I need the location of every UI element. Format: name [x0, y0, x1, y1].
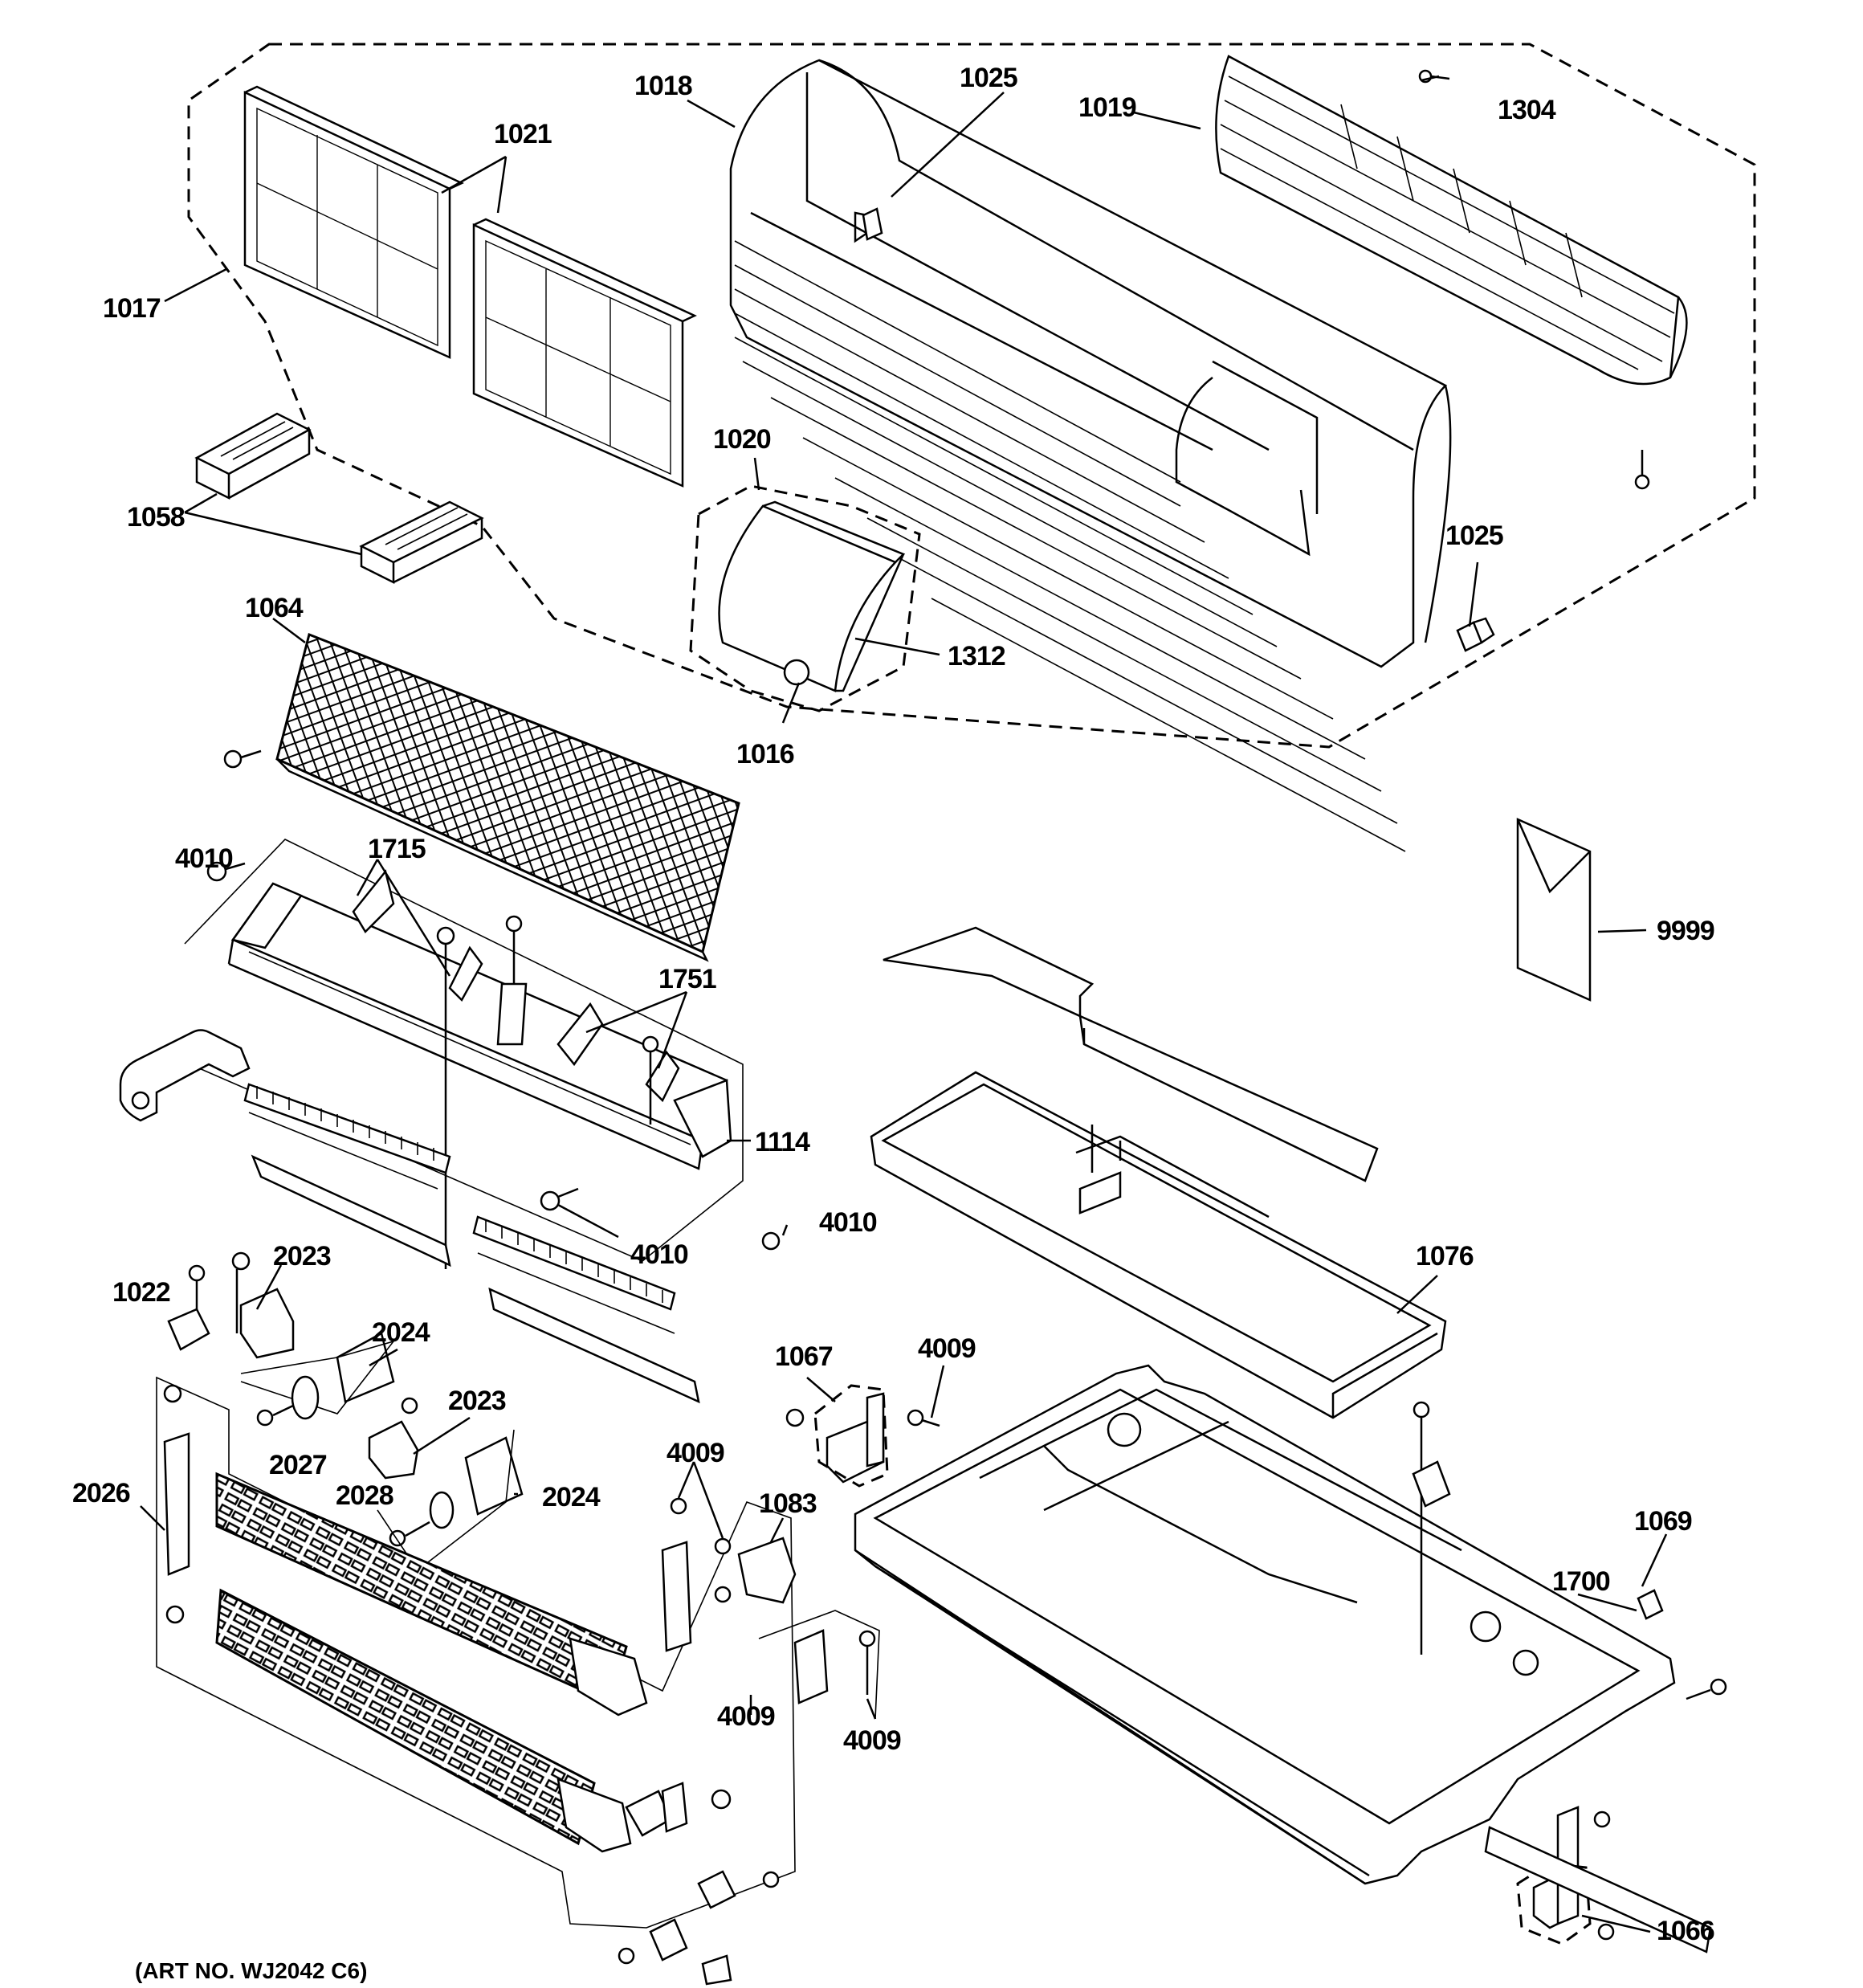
bracket-1067: [785, 1392, 885, 1484]
callout-1022: 1022: [112, 1277, 170, 1308]
terminal-group-outline: [758, 1610, 880, 1720]
grille-heater-lower: [215, 1588, 632, 1853]
callout-1020: 1020: [713, 424, 771, 455]
callout-9999: 9999: [1657, 916, 1714, 946]
side-rail: [1484, 1826, 1712, 1953]
callout-4009-upper: 4009: [667, 1438, 724, 1468]
heater-strip-b: [472, 1215, 676, 1311]
callout-2028: 2028: [336, 1480, 393, 1511]
bracket-1066-outline: [1516, 1862, 1592, 1945]
callout-2024-b: 2024: [542, 1482, 601, 1512]
part-2024-b: [389, 1436, 524, 1547]
callout-1304: 1304: [1498, 95, 1556, 125]
callout-2027: 2027: [269, 1450, 327, 1480]
part-1700: [1637, 1589, 1664, 1620]
callout-4010-top: 4010: [175, 843, 233, 874]
callout-1018: 1018: [634, 71, 692, 101]
callout-1066: 1066: [1657, 1916, 1714, 1946]
art-number: (ART NO. WJ2042 C6): [135, 1958, 367, 1983]
side-bracket-2026: [163, 1384, 190, 1624]
callout-1064: 1064: [245, 593, 304, 623]
callout-1700: 1700: [1552, 1566, 1610, 1597]
screw-4010-c: [761, 1231, 781, 1251]
callout-1017: 1017: [103, 293, 161, 324]
callout-1715: 1715: [368, 834, 426, 864]
part-2027: [256, 1375, 320, 1427]
part-1022: [167, 1264, 210, 1351]
louver-1019: [1215, 55, 1688, 386]
callout-1083: 1083: [759, 1488, 817, 1519]
callout-1019: 1019: [1078, 92, 1136, 123]
clip-1715-b: [448, 945, 483, 1002]
lower-bracket-set: [618, 1782, 780, 1986]
callout-1076: 1076: [1416, 1241, 1474, 1272]
clip-1751-a: [556, 1002, 604, 1067]
screw-4010-b: [540, 1187, 579, 1211]
callout-4009-right: 4009: [843, 1725, 901, 1756]
bracket-1058-a: [194, 412, 312, 500]
clip-1025-b: [1456, 617, 1495, 652]
base-pan: [854, 1364, 1676, 1885]
callout-1114: 1114: [755, 1127, 810, 1157]
insulation-sheet: [883, 926, 1379, 1182]
terminal-bracket-a: [661, 1497, 732, 1652]
front-group-outline: [187, 43, 1756, 749]
callout-2024-a: 2024: [372, 1317, 430, 1348]
callout-1016: 1016: [736, 739, 794, 769]
bracket-1067-outline: [813, 1384, 889, 1488]
callout-4009-left: 4009: [717, 1701, 775, 1732]
grille-group-outline: [156, 1376, 796, 1929]
frame-group-1114-outline: [180, 839, 744, 1262]
panel-1020-outline: [689, 484, 921, 712]
evaporator-rail-assembly: [227, 882, 732, 1170]
terminal-bracket-b: [793, 1629, 876, 1704]
literature-envelope-9999: [1516, 818, 1592, 1002]
callout-1067: 1067: [775, 1341, 833, 1372]
part-2023-a: [231, 1251, 295, 1359]
bracket-1058-b: [359, 500, 484, 585]
mesh-screen-1064: [275, 632, 740, 962]
screw-1304-lower: [1634, 450, 1650, 490]
air-filter-1: [243, 85, 464, 359]
callout-4010-mid: 4010: [630, 1239, 688, 1270]
part-2023-b: [368, 1397, 419, 1480]
cabinet-front-1018: [729, 59, 1452, 852]
bracket-1066: [1532, 1806, 1615, 1941]
heater-rail-b: [488, 1287, 700, 1404]
part-2028-outline: [377, 1429, 515, 1572]
clip-1715-a: [352, 869, 395, 934]
heater-rail-a: [251, 1154, 451, 1268]
screw-4010-a: [206, 861, 246, 882]
screw-4009-pan: [907, 1409, 940, 1427]
callout-1058: 1058: [127, 502, 185, 533]
callout-1312: 1312: [948, 641, 1005, 672]
callout-1069: 1069: [1634, 1506, 1692, 1537]
callout-1025-right: 1025: [1445, 520, 1503, 551]
callout-4010-right: 4010: [819, 1207, 877, 1238]
top-cover-1076: [870, 1071, 1447, 1419]
callout-1021: 1021: [494, 119, 552, 149]
clip-1025-a: [862, 207, 883, 241]
screw-set-top: [436, 915, 659, 1269]
grille-heater-upper: [215, 1472, 648, 1717]
part-1083: [714, 1537, 797, 1604]
leader-lines: [140, 75, 1668, 1933]
tube-assembly: [119, 1029, 251, 1122]
screw-1064: [223, 749, 262, 769]
heater-strip-a: [243, 1083, 451, 1174]
side-panel-1020: [718, 500, 906, 692]
callout-2023-b: 2023: [448, 1386, 506, 1416]
screw-right: [1686, 1678, 1727, 1700]
callout-labels: 1017 1018 1019 1021 1025 1304 1020 1058 …: [72, 63, 1715, 1983]
callout-2023-a: 2023: [273, 1241, 331, 1272]
air-filter-2: [472, 218, 697, 488]
actuator: [1412, 1401, 1451, 1655]
callout-1025-top: 1025: [960, 63, 1017, 93]
callout-2026: 2026: [72, 1478, 130, 1508]
callout-1751: 1751: [658, 964, 716, 994]
callout-4009-pan: 4009: [918, 1333, 976, 1364]
heater-bar: [248, 1112, 675, 1334]
